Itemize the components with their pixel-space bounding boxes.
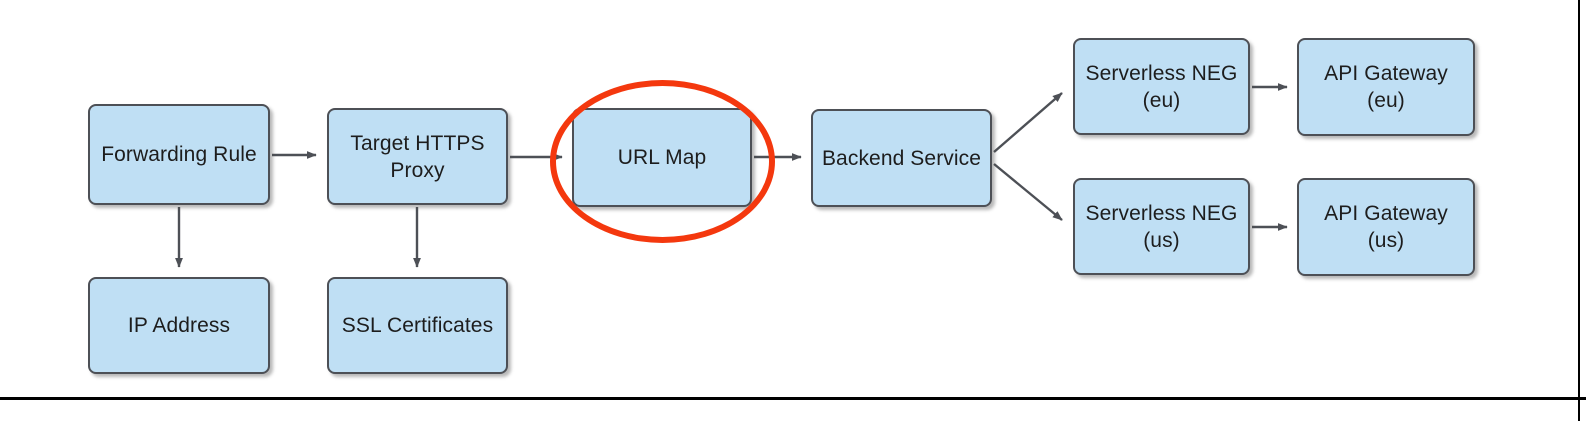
node-backend-service[interactable]: Backend Service [811, 109, 992, 207]
node-label: Forwarding Rule [101, 143, 257, 166]
node-label: API Gateway (us) [1324, 202, 1448, 252]
node-label: Serverless NEG (eu) [1085, 61, 1238, 112]
frame-bottom-border [0, 397, 1586, 400]
node-label: IP Address [127, 314, 231, 337]
node-forwarding-rule[interactable]: Forwarding Rule [88, 104, 270, 205]
node-label: Serverless NEG (us) [1085, 201, 1238, 252]
node-label: API Gateway (eu) [1324, 62, 1448, 112]
node-label: URL Map [617, 146, 707, 169]
edge-backend-service-to-serverless-neg-us [993, 163, 1063, 221]
node-label: SSL Certificates [341, 314, 494, 337]
node-target-https-proxy[interactable]: Target HTTPS Proxy [327, 108, 508, 205]
edge-backend-service-to-serverless-neg-eu [993, 92, 1063, 153]
node-label: Backend Service [821, 146, 982, 170]
node-serverless-neg-us[interactable]: Serverless NEG (us) [1073, 178, 1250, 275]
node-url-map[interactable]: URL Map [572, 108, 752, 207]
node-serverless-neg-eu[interactable]: Serverless NEG (eu) [1073, 38, 1250, 135]
node-api-gateway-us[interactable]: API Gateway (us) [1297, 178, 1475, 276]
node-api-gateway-eu[interactable]: API Gateway (eu) [1297, 38, 1475, 136]
node-ssl-certificates[interactable]: SSL Certificates [327, 277, 508, 374]
node-ip-address[interactable]: IP Address [88, 277, 270, 374]
frame-right-border [1578, 0, 1580, 421]
node-label: Target HTTPS Proxy [350, 131, 485, 182]
